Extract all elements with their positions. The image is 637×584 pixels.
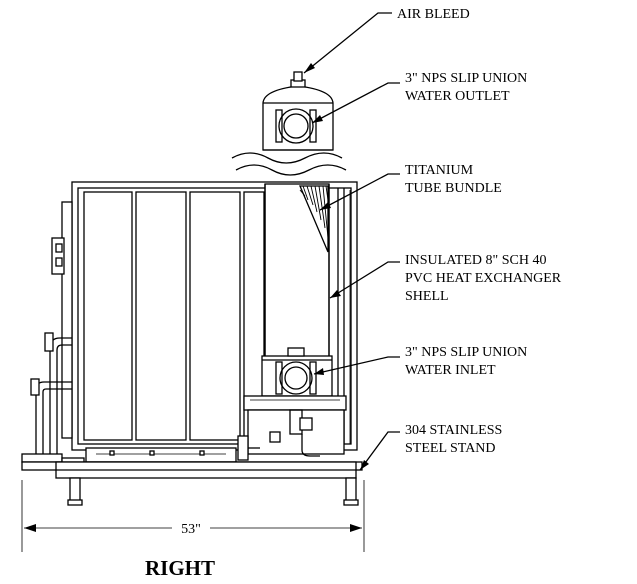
- width-dimension: [21, 480, 365, 552]
- bottom-tray: [21, 447, 237, 465]
- stainless-stand: [21, 461, 363, 506]
- callout-shell-line1: INSULATED 8" SCH 40: [405, 253, 546, 268]
- titanium-tube-bundle: [299, 185, 329, 253]
- shell-bottom-cap: [261, 347, 333, 397]
- view-title: RIGHT: [145, 556, 215, 580]
- callout-water-outlet-line1: 3" NPS SLIP UNION: [405, 71, 527, 86]
- heat-exchanger-shell: [231, 71, 347, 380]
- callout-water-outlet-line2: WATER OUTLET: [405, 89, 510, 104]
- leader-lines: [303, 12, 400, 471]
- callout-shell-line2: PVC HEAT EXCHANGER: [405, 271, 562, 286]
- width-dimension-label: 53": [181, 522, 201, 537]
- callout-tube-bundle-line2: TUBE BUNDLE: [405, 181, 502, 196]
- callout-stand-line2: STEEL STAND: [405, 441, 496, 456]
- left-control-box: [51, 201, 73, 439]
- callout-tube-bundle-line1: TITANIUM: [405, 163, 474, 178]
- left-piping: [30, 332, 72, 455]
- pump-base-assembly: [237, 395, 347, 461]
- callout-water-inlet-line2: WATER INLET: [405, 363, 496, 378]
- callout-shell-line3: SHELL: [405, 289, 449, 304]
- callout-water-inlet-line1: 3" NPS SLIP UNION: [405, 345, 527, 360]
- callout-air-bleed: AIR BLEED: [397, 7, 470, 22]
- callout-stand-line1: 304 STAINLESS: [405, 423, 502, 438]
